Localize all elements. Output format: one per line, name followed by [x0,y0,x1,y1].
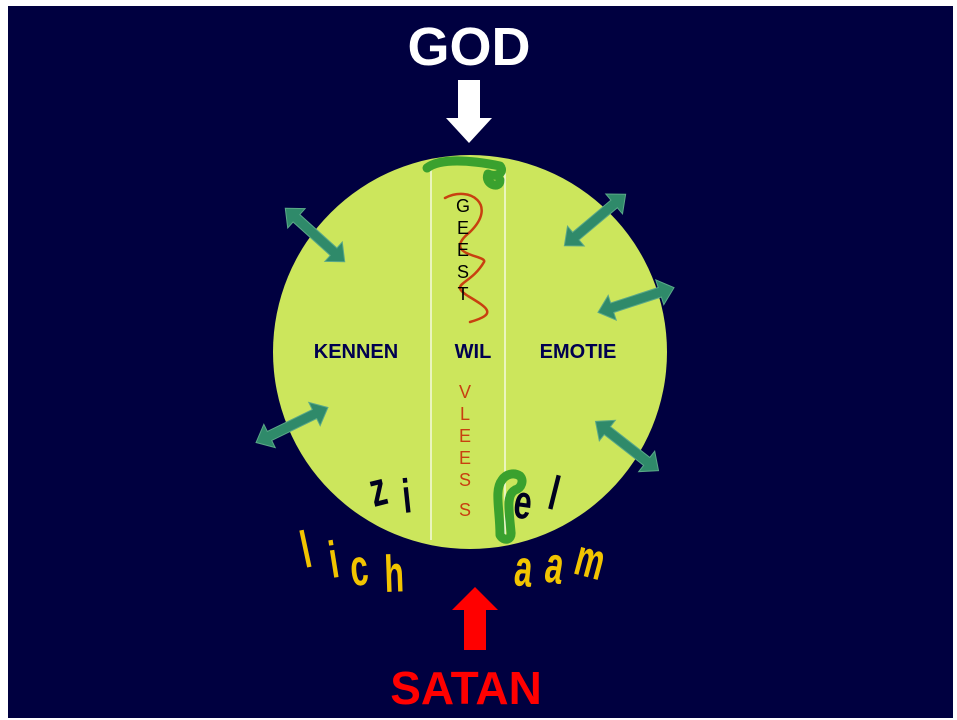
vlees-letter: E [459,448,471,468]
lichaam-letter: h [383,546,405,604]
geest-letter: T [458,284,469,304]
lichaam-letter: a [541,536,569,596]
geest-letter: S [457,262,469,282]
double-arrow-icon [255,401,329,449]
double-arrow-icon [594,419,660,473]
geest-letter: G [456,196,470,216]
geest-letter: E [457,240,469,260]
spirit-wave [443,192,489,324]
top-scribble [422,156,506,190]
god-label: GOD [407,17,530,77]
vlees-letter: E [459,426,471,446]
lichaam-letter: c [347,539,371,598]
lichaam-letter: l [295,521,316,579]
kennen-label: KENNEN [314,341,398,363]
arrow-up-icon [452,587,498,650]
arrow-down-icon [446,80,492,143]
double-arrow-icon [284,207,346,263]
soul-circle [273,155,667,549]
lichaam-letter: m [569,529,611,592]
geest-letter: E [457,218,469,238]
lichaam-letter: a [512,539,536,598]
vlees-letter-s: S [459,500,471,520]
double-arrow-icon [597,279,675,321]
wil-label: WIL [455,341,492,363]
bottom-scribble [493,469,527,544]
vlees-letter: V [459,382,471,402]
vlees-letter: L [460,404,470,424]
lichaam-letter: i [325,531,343,589]
double-arrow-icon [563,193,627,247]
vlees-letter: S [459,470,471,490]
emotie-label: EMOTIE [540,341,617,363]
satan-label: SATAN [390,662,542,714]
